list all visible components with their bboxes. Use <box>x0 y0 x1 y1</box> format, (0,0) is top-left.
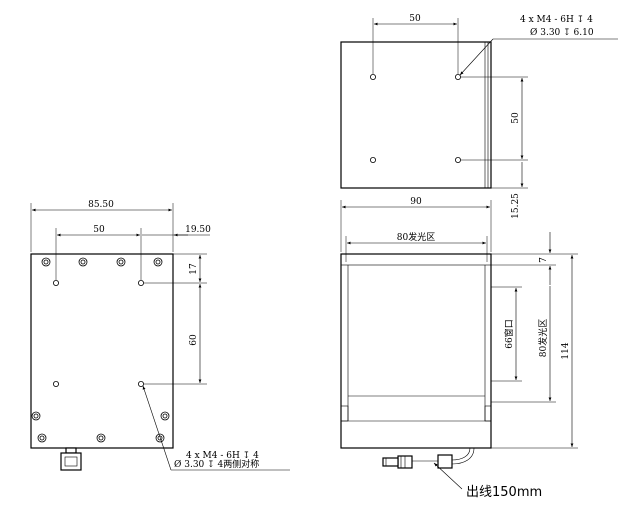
cable <box>451 447 471 461</box>
back-view-hole <box>137 380 144 387</box>
top-view-body <box>340 41 492 189</box>
dim-hole-spacing-v: 60 <box>189 334 199 346</box>
dim-hole-spacing-v: 50 <box>511 112 521 124</box>
cable-note-leader <box>433 462 463 490</box>
dim-hole-spacing-h: 50 <box>409 14 421 24</box>
dim-emit-height: 80发光区 <box>537 319 549 357</box>
top-view-hole <box>454 74 461 81</box>
front-view: 90 80发光区 7 66窗口 80发光区 114 <box>340 197 578 500</box>
dim-side-offset: 19.50 <box>185 225 211 235</box>
back-view-hole <box>53 279 60 286</box>
dim-width: 90 <box>410 197 422 207</box>
dim-width: 85.50 <box>88 200 114 210</box>
dim-window: 66窗口 <box>503 319 515 348</box>
callout-thread-spec: 4 x M4 - 6H ↧ 4 <box>186 451 259 461</box>
back-view-hole <box>53 380 60 387</box>
cable-note: 出线150mm <box>466 485 542 500</box>
callout-leader <box>459 38 494 76</box>
back-view-screws <box>31 257 170 443</box>
cable-sleeve <box>437 454 453 469</box>
cable <box>451 447 475 465</box>
callout-thread-spec: 4 x M4 - 6H ↧ 4 <box>520 15 593 25</box>
dim-height: 114 <box>561 342 571 359</box>
callout-hole-spec: Ø 3.30 ↧ 6.10 <box>530 27 594 38</box>
front-view-top-band <box>340 253 492 266</box>
front-view-body <box>340 253 492 449</box>
top-view-hole <box>369 74 376 81</box>
top-view-hole <box>454 156 461 163</box>
dim-hole-spacing-h: 50 <box>93 225 105 235</box>
dim-emit-width: 80发光区 <box>397 231 435 243</box>
top-view: 50 50 15.25 4 x M4 - 6H ↧ 4 Ø 3.30 ↧ 6.1… <box>340 14 618 219</box>
back-view-body <box>30 253 174 449</box>
dim-side-offset: 15.25 <box>511 193 521 219</box>
back-view: 85.50 50 19.50 17 60 4 x M4 - 6H ↧ 4 Ø 3… <box>30 200 290 471</box>
callout-leader <box>142 385 172 471</box>
back-view-hole <box>137 279 144 286</box>
back-view-connector <box>60 447 82 471</box>
connector-plug <box>382 457 399 467</box>
dim-top-margin: 7 <box>539 257 549 263</box>
dim-top-offset: 17 <box>189 263 199 275</box>
top-view-hole <box>369 156 376 163</box>
callout-hole-spec: Ø 3.30 ↧ 4两侧对称 <box>174 458 259 470</box>
